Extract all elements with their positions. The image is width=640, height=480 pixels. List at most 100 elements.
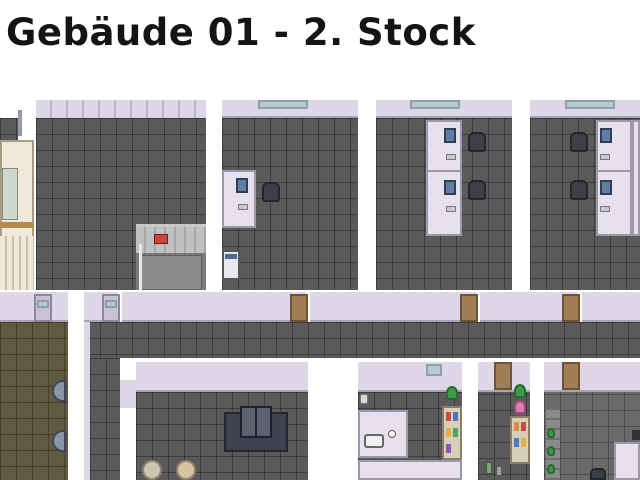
computer-monitor-icon: [600, 128, 612, 143]
window-icon: [565, 100, 615, 109]
floor-title: Gebäude 01 - 2. Stock: [6, 11, 476, 54]
door-window: [105, 300, 117, 308]
door-icon[interactable]: [562, 294, 580, 322]
coffee-machine-icon: [364, 434, 384, 448]
book: [446, 412, 451, 421]
book: [446, 444, 451, 453]
book: [446, 428, 451, 437]
desk-icon: [614, 442, 640, 480]
book: [514, 438, 519, 447]
wall-face-office-1: [222, 100, 358, 118]
bottle-icon: [496, 466, 502, 476]
bottle-icon: [486, 462, 492, 474]
booth-panel: [2, 168, 18, 220]
corridor-wall-face: [0, 292, 640, 322]
door-icon[interactable]: [460, 294, 478, 322]
plant-icon: [547, 428, 555, 438]
corridor-wall-gap: [306, 292, 310, 322]
keyboard-icon: [446, 154, 456, 160]
cup-icon: [388, 430, 396, 438]
wall-vertical: [206, 100, 222, 292]
bookshelf-icon: [442, 406, 462, 460]
desk-divider: [596, 170, 632, 172]
plant-icon: [547, 464, 555, 474]
door-icon[interactable]: [494, 362, 512, 390]
chair-dark-icon: [590, 468, 606, 480]
plant-icon: [547, 446, 555, 456]
floor-meeting-room: [136, 392, 308, 480]
keyboard-icon: [446, 206, 456, 212]
plant-icon: [514, 384, 526, 398]
wall-horizontal: [120, 358, 640, 362]
plant-icon: [446, 386, 458, 400]
elevator-door: [140, 255, 202, 290]
door-icon[interactable]: [290, 294, 308, 322]
corridor-floor-left: [90, 358, 120, 480]
corridor-floor: [84, 322, 640, 358]
wall-vertical: [530, 358, 544, 480]
wall-vertical: [308, 358, 358, 480]
stool-icon: [176, 460, 196, 480]
computer-monitor-icon: [600, 180, 612, 195]
book: [521, 422, 526, 431]
plant-icon: [514, 400, 526, 414]
book: [514, 422, 519, 431]
office-chair-icon: [570, 180, 588, 200]
window-icon: [410, 100, 460, 109]
door-icon[interactable]: [102, 294, 120, 322]
book: [453, 412, 458, 421]
elevator-wall-tiles: [136, 227, 206, 253]
wall-vertical: [68, 290, 84, 480]
office-chair-icon: [262, 182, 280, 202]
book: [521, 438, 526, 447]
office-chair-icon: [570, 132, 588, 152]
floor-room-hall: [36, 118, 206, 290]
corridor-wall-gap: [578, 292, 582, 322]
counter-icon: [358, 460, 462, 480]
booth-curtain: [0, 236, 34, 290]
lamp-icon: [632, 430, 640, 440]
wall-face-kitchen: [358, 362, 462, 392]
floor-map: [0, 100, 640, 480]
desk-divider: [426, 170, 462, 172]
wall-vertical: [358, 100, 376, 292]
door-half-round-icon: [52, 430, 66, 452]
keyboard-icon: [238, 204, 248, 210]
fire-alarm-icon: [154, 234, 168, 244]
corridor-wall-gap: [118, 292, 122, 322]
book: [453, 428, 458, 437]
floor-wood-room: [0, 322, 68, 480]
stool-icon: [142, 460, 162, 480]
door-icon[interactable]: [562, 362, 580, 390]
desk-icon: [632, 120, 640, 236]
keyboard-icon: [600, 154, 610, 160]
wall-vertical: [120, 358, 136, 480]
speaker-icon: [360, 394, 368, 404]
office-chair-icon: [468, 180, 486, 200]
tile-column: [546, 410, 560, 480]
door-window: [37, 300, 49, 308]
computer-monitor-icon: [444, 180, 456, 195]
copier-panel: [225, 254, 237, 259]
wall-pillar: [18, 110, 22, 136]
wall-vertical: [512, 100, 530, 292]
wall-sign-icon: [426, 364, 442, 376]
window-icon: [258, 100, 308, 109]
pole: [139, 244, 142, 290]
wall-panel-stripes: [36, 100, 206, 118]
bookshelf-icon: [510, 416, 530, 464]
computer-monitor-icon: [444, 128, 456, 143]
door-icon[interactable]: [34, 294, 52, 322]
wall-face-side: [120, 380, 136, 408]
tv-screen-divider: [255, 408, 257, 436]
keyboard-icon: [600, 206, 610, 212]
corridor-wall-gap: [476, 292, 480, 322]
wall-vertical: [462, 358, 478, 480]
door-half-round-icon: [52, 380, 66, 402]
office-chair-icon: [468, 132, 486, 152]
computer-monitor-icon: [236, 178, 248, 193]
wall-face-side: [84, 322, 90, 480]
wall-face-meeting: [136, 362, 308, 392]
booth-shelf: [0, 222, 34, 228]
wall-face-storage-2: [544, 362, 640, 392]
